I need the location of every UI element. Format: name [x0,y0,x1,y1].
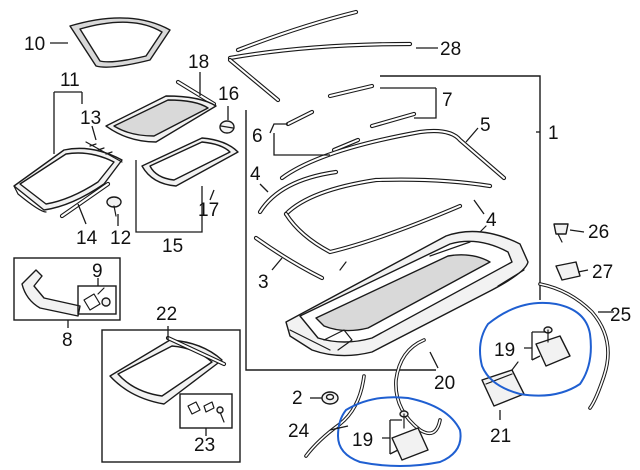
part-7-trims [327,83,417,129]
highlight-outline-right [479,301,592,397]
callout-22: 22 [156,304,177,325]
highlight-outline-lower [337,396,462,467]
callout-labels: 10 28 18 11 16 7 13 5 1 6 4 17 4 14 12 1… [24,34,631,456]
callout-11: 11 [60,70,80,91]
callout-18: 18 [188,52,209,73]
callout-28: 28 [440,39,461,60]
box-group-22 [101,329,241,463]
callout-8: 8 [62,330,73,351]
highlight-path-right [479,301,592,397]
callout-4-b: 4 [486,210,497,231]
part-15-panel [105,95,217,143]
callout-10: 10 [24,34,45,55]
callout-9: 9 [92,261,103,282]
callout-24: 24 [288,421,310,442]
part-28-seal [227,9,413,103]
callout-27: 27 [592,262,613,283]
callout-1: 1 [548,123,559,144]
part-25-cable [538,282,610,410]
sunroof-frame [285,225,529,357]
part-6-brackets [285,109,361,153]
part-13-trim [85,141,123,163]
part-1-group-box [245,75,541,371]
part-16-clip [219,120,235,134]
part-2-grommet [321,391,339,405]
part-14-trim-strip [59,181,111,219]
callout-5: 5 [480,115,491,136]
part-19-motor-lower [391,410,429,461]
part-21-module [481,361,525,407]
part-10-glass-panel [69,17,171,68]
callout-17: 17 [198,200,219,221]
part-3-strip [253,235,325,281]
callout-12: 12 [110,228,131,249]
part-18-strip [175,79,217,107]
callout-19-lower: 19 [352,430,373,451]
part-4-strip-a [257,169,339,215]
part-20-hose [394,338,442,436]
callout-7: 7 [442,90,453,111]
box-group-8 [13,257,121,321]
callout-19-upper: 19 [494,340,515,361]
callout-4-a: 4 [250,164,261,185]
callout-15: 15 [162,236,183,257]
callout-25: 25 [610,305,631,326]
callout-3: 3 [258,272,269,293]
callout-16: 16 [218,84,239,105]
part-17-frame [141,137,239,187]
part-19-motor-upper [535,326,571,367]
highlight-path-lower [337,396,462,467]
part-26-screw [553,223,569,243]
part-4-strip-b [283,177,493,255]
callout-21: 21 [490,426,511,447]
callout-13: 13 [80,108,101,129]
part-11-shade-panel [13,147,123,213]
callout-2: 2 [292,388,303,409]
callout-20: 20 [434,373,455,394]
part-5-seal [279,128,507,181]
callout-23: 23 [194,435,215,456]
callout-14: 14 [76,228,98,249]
callout-6: 6 [252,126,263,147]
callout-26: 26 [588,222,609,243]
part-12-bolt [106,196,122,217]
leader-lines [50,42,614,455]
part-27-clip [555,261,581,281]
